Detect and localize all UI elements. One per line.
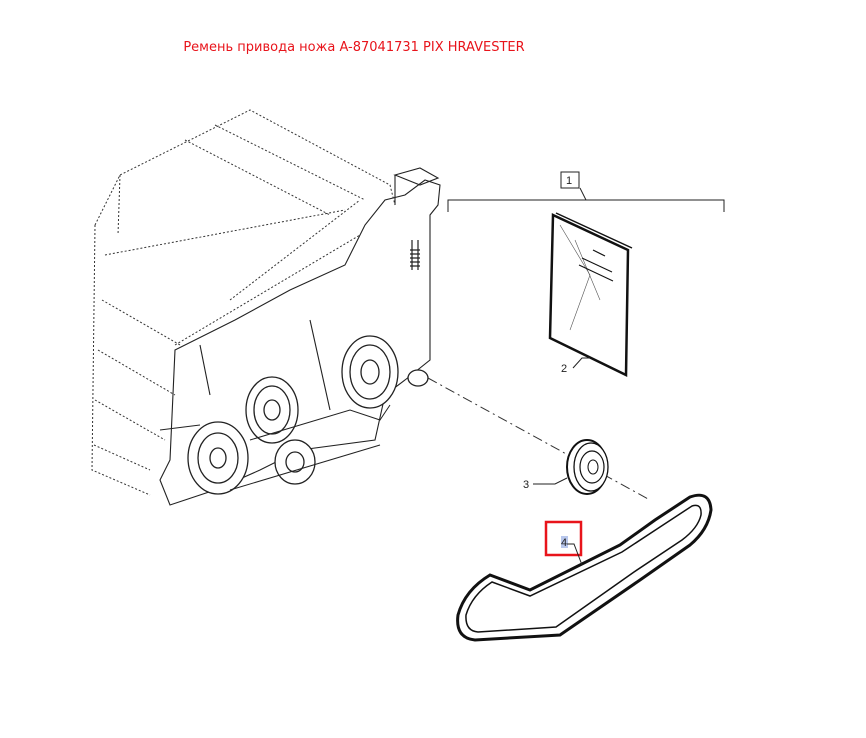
callout-2-leader <box>572 357 590 369</box>
assembly-axis-line <box>427 377 651 501</box>
machine-housing <box>91 109 396 496</box>
drive-pulley <box>566 439 609 495</box>
callout-4-label: 4 <box>561 537 567 549</box>
callout-4-highlight <box>544 520 583 557</box>
callout-2-label: 2 <box>561 363 567 375</box>
diagram-title: Ремень привода ножа A-87041731 PIX HRAVE… <box>183 40 525 55</box>
tension-spring <box>410 240 420 270</box>
callout-4-leader <box>567 543 583 566</box>
machine-pulleys <box>187 335 429 495</box>
side-plate <box>159 167 441 506</box>
operators-manual <box>548 212 633 377</box>
callout-1-label: 1 <box>566 175 572 187</box>
knife-drive-belt <box>456 493 713 642</box>
callout-4-selection <box>561 536 568 548</box>
callout-3-leader <box>533 477 568 485</box>
machine-belt-paths <box>159 404 391 491</box>
group-bracket <box>447 187 725 212</box>
callout-3-label: 3 <box>523 479 529 491</box>
callout-1-box <box>560 171 580 189</box>
